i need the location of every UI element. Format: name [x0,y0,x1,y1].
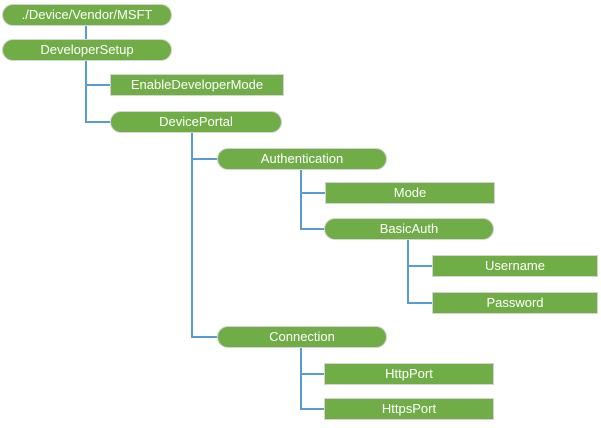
connector-branch-authentication [192,158,218,160]
connector-branch-enabledevelopermode [86,84,111,86]
node-enabledevelopermode: EnableDeveloperMode [110,74,284,96]
connector-basicauth-trunk [407,240,409,304]
node-authentication: Authentication [217,148,387,170]
node-deviceportal: DevicePortal [110,111,282,133]
connector-branch-password [408,302,433,304]
node-username: Username [432,255,598,277]
connector-deviceportal-trunk [191,133,193,338]
node-basicauth: BasicAuth [324,218,494,240]
node-developersetup: DeveloperSetup [2,39,172,61]
connector-branch-mode [301,192,326,194]
connector-branch-username [408,265,433,267]
connector-branch-connection [192,336,218,338]
node-httpsport: HttpsPort [324,398,494,420]
node-connection: Connection [217,326,387,348]
node-mode: Mode [325,182,495,204]
connector-branch-httpport [301,373,325,375]
node-password: Password [432,292,598,314]
node-httpport: HttpPort [324,363,494,385]
node-root-path: ./Device/Vendor/MSFT [2,4,172,26]
connector-branch-deviceportal [86,121,111,123]
connector-connection-trunk [300,348,302,410]
connector-developersetup-trunk [85,61,87,123]
connector-branch-basicauth [301,228,325,230]
connector-authentication-trunk [300,170,302,230]
connector-root-developersetup [85,26,87,40]
connector-branch-httpsport [301,408,325,410]
